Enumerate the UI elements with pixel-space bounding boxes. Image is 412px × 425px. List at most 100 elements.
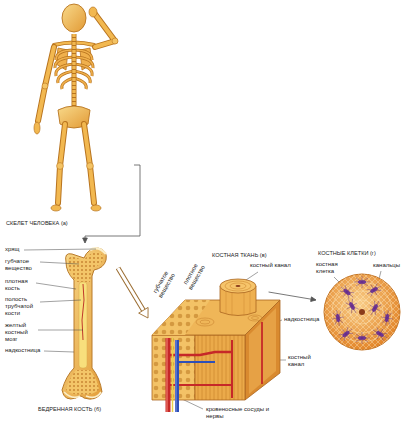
skeleton-figure [42,83,48,89]
part-label: канальцы [373,262,400,269]
label-anchor: канальцы [373,262,400,269]
part-label: костный канал [250,262,291,269]
part-label: костный канал [288,354,318,368]
arrow-head [311,297,316,302]
part-label: плотное вещество [180,259,208,294]
bone-cells-figure [337,282,357,301]
leader-lines [44,351,74,352]
bone-tissue-block [177,361,215,363]
label-anchor: костный канал [288,354,318,368]
bone-cells-figure [366,298,384,318]
bone-tissue-block [196,315,262,326]
skeleton-figure [34,122,40,134]
label-anchor: хрящ [5,246,19,253]
femur-figure [68,252,103,282]
bone-tissue-block [225,281,251,291]
femur-figure [62,248,106,399]
part-label: плотная кость [5,278,39,292]
label-anchor: плотная кость [5,278,39,292]
bone-tissue-block [175,340,179,412]
bone-tissue-block [236,285,241,287]
label-anchor: кровеносные сосуды и нервы [206,406,284,420]
bone-tissue-block [176,340,177,412]
bone-cells-figure [354,276,370,288]
bone-tissue-block [152,279,280,412]
bone-cells-figure [336,324,356,343]
bone-tissue-block [166,338,171,412]
part-label: кровеносные сосуды и нервы [206,406,284,420]
leader-lines [24,249,96,250]
bone-cells-figure [350,300,374,324]
skeleton-figure [91,205,101,211]
bone-cells-figure [343,296,361,316]
part-label: губчатое вещество [150,267,178,302]
part-label: надкостница [284,316,319,323]
panel-title: СКЕЛЕТ ЧЕЛОВЕКА (а) [6,220,68,227]
leader-lines [24,249,381,409]
bone-tissue-block [195,335,245,400]
arrow-shaft [269,292,312,299]
femur-figure [66,370,99,395]
femur-figure [62,248,106,399]
bone-cells-figure [337,282,357,301]
figure-panel: СКЕЛЕТ ЧЕЛОВЕКА (а) [4,2,134,230]
leader-lines [182,399,203,409]
panel-title: КОСТНЫЕ КЛЕТКИ (г) [318,250,376,257]
leader-lines [36,283,76,289]
figure-panel: БЕДРЕННАЯ КОСТЬ (б) [35,243,118,416]
skeleton-figure [112,38,118,44]
arrow-head [139,307,148,318]
leader-lines [38,330,83,331]
bone-tissue-block [200,320,210,324]
arrow-shaft [118,268,144,312]
bone-tissue-block [166,338,167,412]
leader-lines [40,262,79,264]
bone-tissue-block [261,322,263,384]
panel-title: БЕДРЕННАЯ КОСТЬ (б) [38,406,101,413]
bone-cells-figure [380,309,395,327]
bone-cells-figure [354,332,370,344]
zoom-arrow [269,292,316,301]
bone-cells-figure [331,276,395,344]
bone-tissue-block [231,340,233,398]
part-label: надкостница [5,347,40,354]
skeleton-figure [51,205,61,211]
label-anchor: плотное вещество [194,276,226,290]
bone-cells-figure [366,298,384,318]
label-anchor: надкостница [5,347,40,354]
bone-tissue-block [152,335,195,400]
skeleton-figure [87,163,94,170]
bone-tissue-block [152,300,210,335]
bone-cells-figure [370,325,390,343]
label-anchor: полость трубчатой кости [5,296,41,317]
femur-figure [79,282,87,368]
bone-cells-figure [364,281,384,299]
bone-cells-figure [364,281,384,299]
bone-tissue-block [252,317,259,320]
part-label: полость трубчатой кости [5,296,41,317]
label-anchor: желтый костный мозг [5,322,39,343]
part-label: желтый костный мозг [5,322,39,343]
leader-lines [40,300,81,302]
skeleton-figure [38,14,115,203]
bone-tissue-block [152,300,280,335]
bone-cells-figure [336,324,356,343]
part-label: костная клетка [316,261,346,275]
bone-cells-figure [343,296,361,316]
bone-cells-figure [324,274,400,350]
arrow-shaft [118,268,144,312]
skeleton-figure [34,4,118,211]
bone-tissue-block [172,338,174,412]
skeleton-figure [57,163,64,170]
panel-title: КОСТНАЯ ТКАНЬ (в) [212,252,267,259]
skeleton-figure [89,7,97,17]
skeleton-figure [62,4,86,32]
bone-cells-figure [370,325,390,343]
bone-tissue-block [249,308,276,394]
bone-cells-figure [359,309,365,315]
arrow-shaft [85,165,140,239]
bone-tissue-block [196,318,214,326]
